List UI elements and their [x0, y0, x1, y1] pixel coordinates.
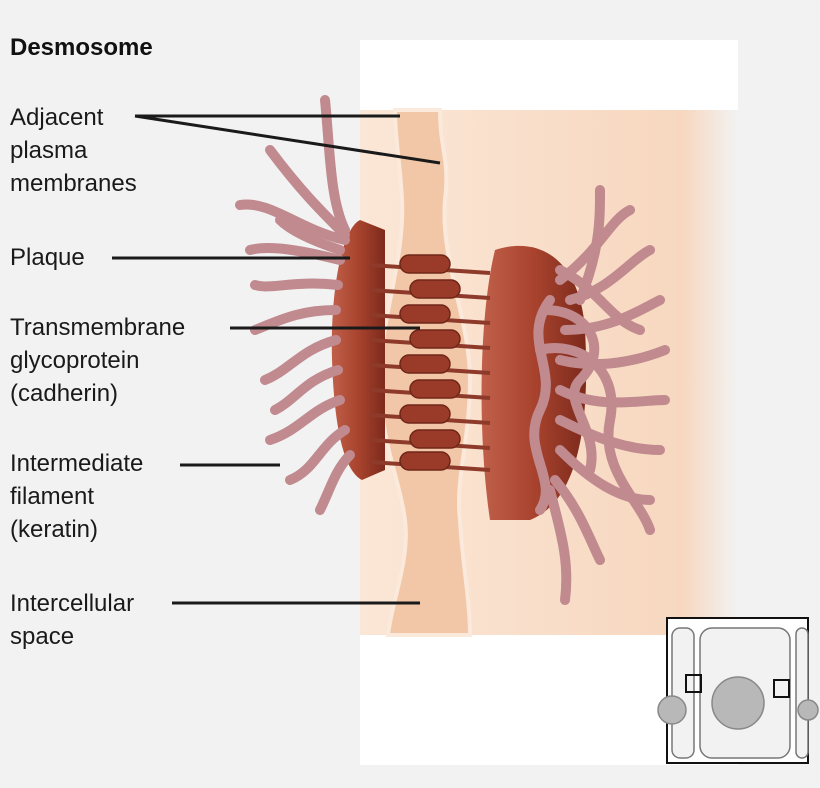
keratin-filament [545, 485, 572, 605]
keratin-filament [250, 278, 343, 292]
cadherin-segment [399, 304, 451, 324]
label-space: Intercellular space [10, 587, 134, 653]
leader-lines [112, 114, 441, 605]
keratin-filament [320, 95, 350, 235]
label-membranes: Adjacent plasma membranes [10, 101, 137, 200]
keratin-filament [555, 265, 645, 335]
cadherin-segment [409, 379, 461, 399]
label-plaque-line-1: Plaque [10, 244, 85, 271]
keratin-filament [529, 295, 555, 515]
cadherin-segment [399, 254, 451, 274]
keratin-filament [260, 335, 341, 385]
filament-group [235, 95, 670, 605]
label-space-line-1: Intercellular [10, 590, 135, 617]
cadherin-segment [399, 354, 451, 374]
keratin-filament [315, 450, 355, 515]
keratin-filament [535, 343, 655, 535]
label-filament-line-3: (keratin) [10, 516, 99, 543]
keratin-filament [270, 365, 343, 415]
leader-membranes-2 [134, 114, 441, 165]
keratin-filament [275, 215, 345, 255]
cadherin-segment [409, 329, 461, 349]
cadherin-group [369, 254, 491, 472]
label-cadherin-line-1: Transmembrane [10, 314, 186, 341]
label-filament-line-1: Intermediate [10, 450, 144, 477]
label-filament-line-2: filament [10, 483, 95, 510]
keratin-filament [550, 475, 605, 565]
keratin-filament [235, 199, 350, 245]
label-filament: Intermediate filament (keratin) [10, 447, 143, 546]
label-cadherin-line-2: glycoprotein [10, 347, 140, 374]
cell-layer-locator-icon [657, 617, 819, 764]
diagram-title: Desmosome [10, 34, 153, 61]
keratin-filament [555, 445, 655, 505]
label-membranes-line-3: membranes [10, 170, 137, 197]
keratin-filament [265, 395, 345, 445]
keratin-filament [285, 425, 350, 485]
label-membranes-line-1: Adjacent [10, 104, 104, 131]
cadherin-segment [409, 279, 461, 299]
keratin-filament [540, 305, 600, 475]
cadherin-segment [399, 404, 451, 424]
keratin-filament [555, 345, 670, 370]
label-cadherin-line-3: (cadherin) [10, 380, 119, 407]
cadherin-segment [399, 451, 451, 471]
label-cadherin: Transmembrane glycoprotein (cadherin) [10, 311, 185, 410]
label-membranes-line-2: plasma [10, 137, 88, 164]
label-plaque: Plaque [10, 241, 85, 274]
cadherin-segment [409, 429, 461, 449]
keratin-filament [265, 145, 350, 240]
label-space-line-2: space [10, 623, 75, 650]
